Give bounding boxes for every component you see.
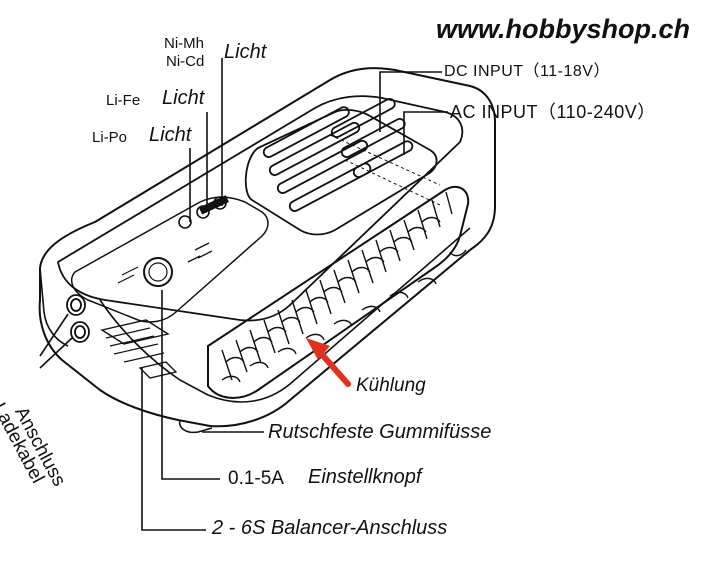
label-licht-life: Licht — [162, 87, 205, 109]
label-dc-input: DC INPUT（11-18V） — [444, 63, 610, 80]
label-licht-nimh: Licht — [224, 41, 267, 63]
label-einstellknopf: Einstellknopf — [308, 466, 422, 488]
label-balancer: 2 - 6S Balancer-Anschluss — [212, 517, 448, 539]
label-licht-lipo: Licht — [149, 124, 192, 146]
label-lipo: Li-Po — [92, 129, 128, 146]
label-kuhlung: Kühlung — [356, 375, 426, 396]
cooling-arrow-icon — [306, 338, 351, 387]
label-ac-input: AC INPUT（110-240V） — [450, 102, 656, 122]
label-nicd: Ni-Cd — [166, 53, 205, 70]
vent-grille — [207, 185, 470, 399]
adjust-knob — [143, 257, 173, 287]
led-lipo — [178, 215, 192, 229]
side-ports — [66, 294, 178, 379]
label-nimh: Ni-Mh — [164, 35, 204, 52]
leader-lines — [39, 58, 448, 531]
charger-body — [38, 67, 496, 434]
label-knob-range: 0.1-5A — [228, 468, 284, 489]
label-rutschfeste: Rutschfeste Gummifüsse — [268, 421, 492, 443]
front-panel-controls — [117, 195, 229, 287]
website-url: www.hobbyshop.ch — [436, 14, 690, 44]
input-slots — [244, 97, 441, 236]
label-life: Li-Fe — [106, 92, 141, 109]
